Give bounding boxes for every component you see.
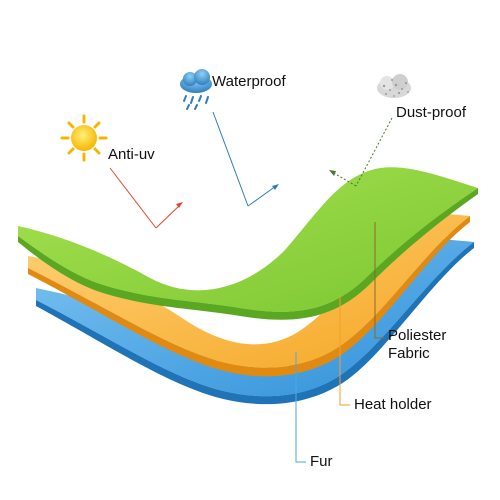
dust-proof-arrow-line xyxy=(331,171,357,187)
anti-uv-arrow-line xyxy=(155,204,181,229)
leader-lines xyxy=(109,111,393,463)
poliester-label-line2: Fabric xyxy=(388,345,430,362)
fur-layer xyxy=(36,238,474,405)
fur-label: Fur xyxy=(310,453,333,470)
poliester-label-line1: Poliester xyxy=(388,327,447,344)
rain-cloud-icon xyxy=(180,69,212,110)
waterproof-leader-line xyxy=(212,111,249,207)
anti-uv-label: Anti-uv xyxy=(108,146,155,163)
poliester-fabric-label: Poliester Fabric xyxy=(388,327,478,363)
fur-leader-line xyxy=(295,352,306,463)
dust-proof-leader-line xyxy=(355,117,393,187)
poliester-leader-line xyxy=(374,222,384,339)
dust-proof-label: Dust-proof xyxy=(396,104,467,121)
waterproof-label: Waterproof xyxy=(212,73,286,90)
waterproof-arrowhead xyxy=(272,184,279,190)
heat-holder-leader-line xyxy=(339,296,350,406)
waterproof-arrow-line xyxy=(247,185,277,207)
heat-holder-label: Heat holder xyxy=(354,396,432,413)
anti-uv-arrowhead xyxy=(176,202,183,208)
poliester-fabric-layer xyxy=(18,167,478,320)
heat-holder-layer xyxy=(28,212,470,377)
dust-proof-arrowhead xyxy=(329,170,336,176)
sun-icon xyxy=(60,114,108,162)
anti-uv-leader-line xyxy=(109,167,157,229)
dust-cloud-icon xyxy=(377,74,411,98)
